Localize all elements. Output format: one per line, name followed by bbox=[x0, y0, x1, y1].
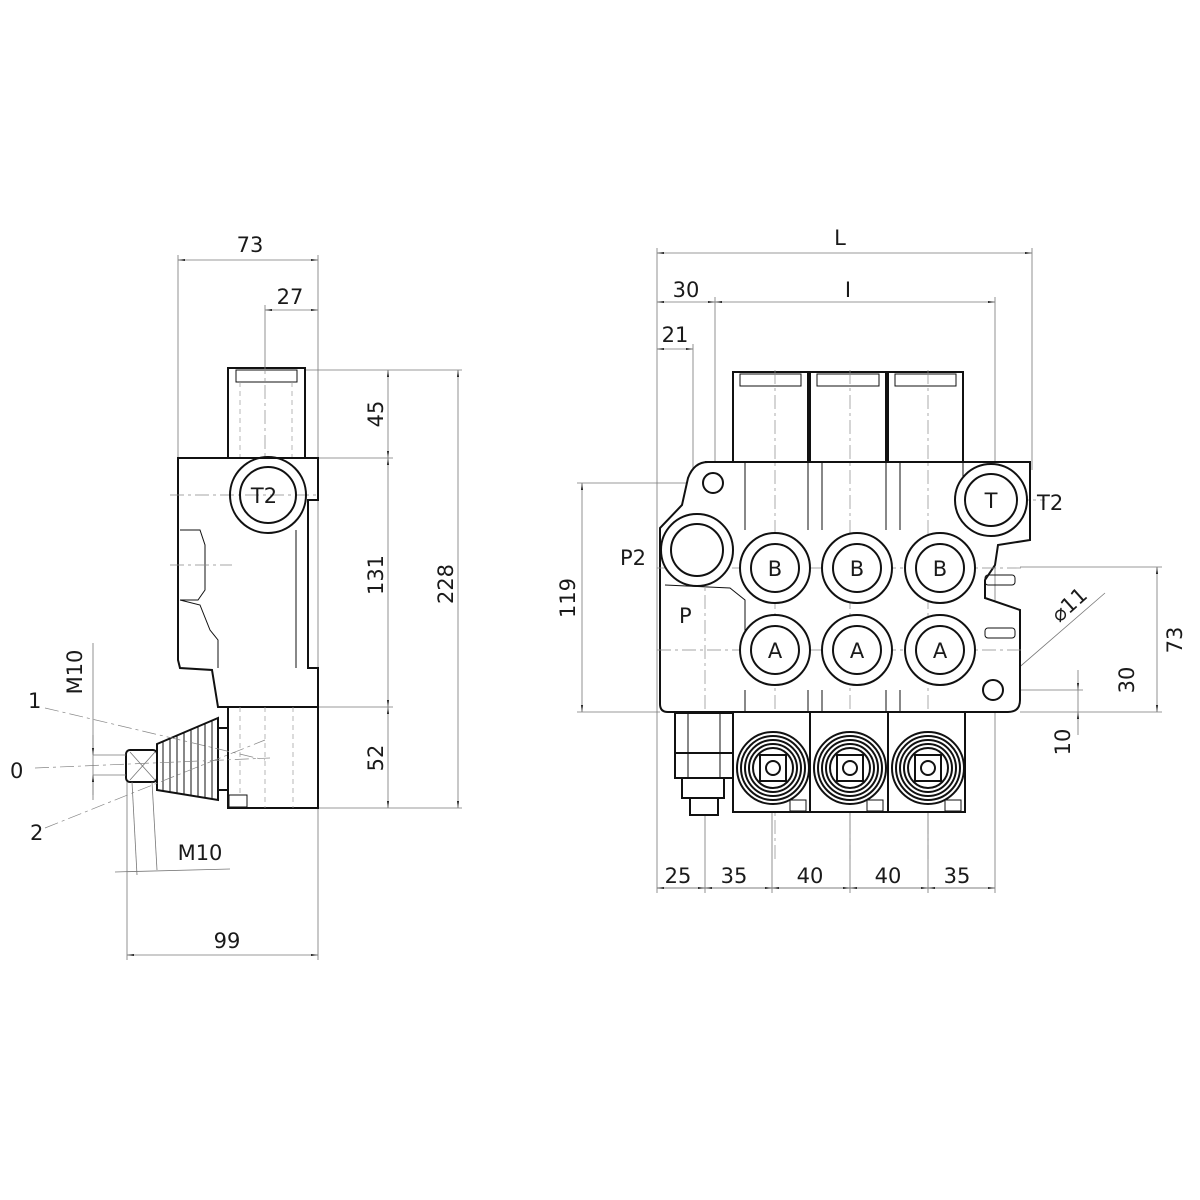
thread-horizontal: M10 bbox=[178, 841, 223, 865]
port-label-p: P bbox=[679, 604, 692, 628]
port-label-a: A bbox=[933, 639, 948, 663]
dim-bottom-height: 52 bbox=[364, 745, 388, 772]
dim-width: 73 bbox=[237, 233, 264, 257]
port-label-a: A bbox=[850, 639, 865, 663]
dim-body-height: 131 bbox=[364, 555, 388, 595]
mounting-hole bbox=[702, 472, 724, 494]
dim-height-119: 119 bbox=[556, 578, 580, 618]
dim-lever-length: 99 bbox=[214, 929, 241, 953]
side-view: 73 27 45 131 52 228 99 T2 bbox=[10, 233, 462, 960]
port-label-b: B bbox=[933, 557, 947, 581]
port-label-t2: T2 bbox=[1036, 491, 1063, 515]
thread-vertical: M10 bbox=[63, 650, 87, 695]
bottom-dim: 35 bbox=[721, 864, 748, 888]
bottom-dim: 25 bbox=[665, 864, 692, 888]
mounting-hole bbox=[982, 679, 1004, 701]
front-view: L 30 I 21 119 73 30 10 ⌀11 25 35 40 40 3… bbox=[556, 226, 1187, 893]
port-label-b: B bbox=[768, 557, 782, 581]
lever-position-2: 2 bbox=[30, 821, 43, 845]
port-label-t2-side: T2 bbox=[250, 484, 277, 508]
spring-sections bbox=[732, 711, 966, 813]
port-label-p2: P2 bbox=[620, 546, 646, 570]
port-label-b: B bbox=[850, 557, 864, 581]
dim-cap-height: 45 bbox=[364, 401, 388, 428]
bottom-dim: 40 bbox=[875, 864, 902, 888]
dim-total-height: 228 bbox=[434, 564, 458, 604]
lever-position-1: 1 bbox=[28, 689, 41, 713]
port-label-t: T bbox=[984, 489, 998, 513]
dim-height-10: 10 bbox=[1051, 729, 1075, 756]
lever-boot bbox=[156, 716, 229, 802]
relief-valve bbox=[674, 712, 734, 816]
dim-offset-21: 21 bbox=[662, 323, 689, 347]
port-label-a: A bbox=[768, 639, 783, 663]
dim-height-73: 73 bbox=[1163, 627, 1187, 654]
dim-length: L bbox=[834, 226, 846, 250]
dim-offset: 27 bbox=[277, 285, 304, 309]
dim-offset-30: 30 bbox=[673, 278, 700, 302]
dim-inner-length: I bbox=[845, 278, 851, 302]
bottom-dim: 40 bbox=[797, 864, 824, 888]
dim-hole-diameter: ⌀11 bbox=[1047, 583, 1092, 627]
bottom-dim: 35 bbox=[944, 864, 971, 888]
dim-height-30: 30 bbox=[1115, 667, 1139, 694]
lever-position-0: 0 bbox=[10, 759, 23, 783]
